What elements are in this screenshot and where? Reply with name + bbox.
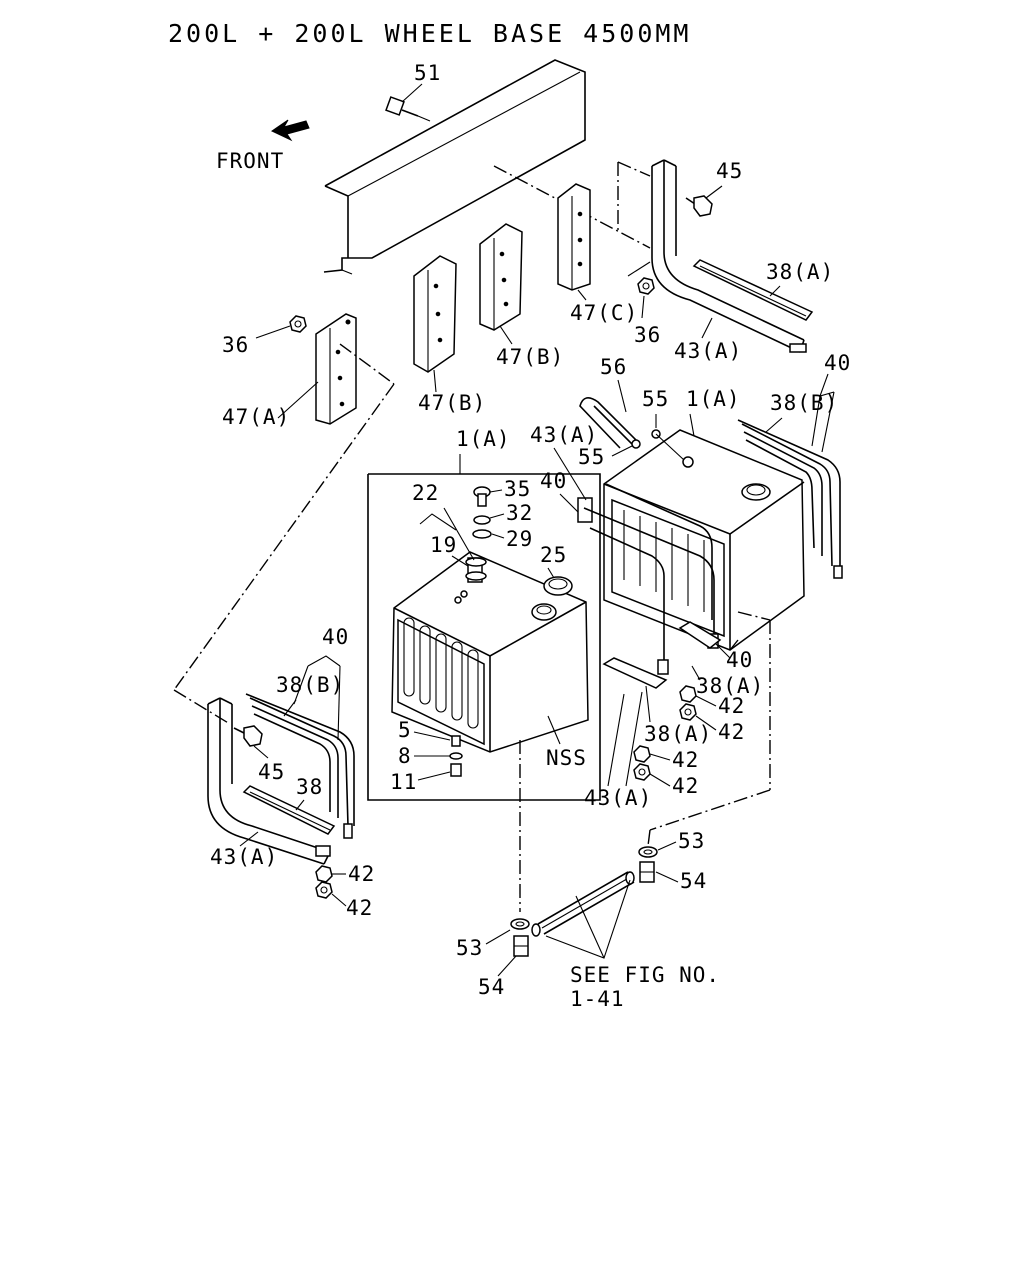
nut-36-left: [289, 315, 307, 333]
nut-36-top: [637, 277, 655, 295]
strap-38b-left: [245, 693, 355, 839]
washer-53-right: [638, 846, 658, 858]
callout-40-right: 40: [824, 351, 851, 375]
nut-42-left-2: [315, 881, 333, 899]
bolt-35: [473, 486, 491, 507]
callout-45-top: 45: [716, 159, 743, 183]
callout-1a-right: 1(A): [686, 387, 741, 411]
tank-detail-box: [367, 473, 601, 801]
callout-40-left: 40: [322, 625, 349, 649]
callout-nss: NSS: [546, 746, 587, 770]
callout-42-r4: 42: [672, 774, 699, 798]
callout-42-left-2: 42: [346, 896, 373, 920]
nut-42-r3: [633, 745, 651, 763]
gasket-29: [472, 529, 492, 539]
callout-5: 5: [398, 718, 412, 742]
bracket-47b-right: [479, 223, 523, 331]
callout-1a-box: 1(A): [456, 427, 511, 451]
callout-25: 25: [540, 543, 567, 567]
callout-54-left: 54: [478, 975, 505, 999]
callout-38a-top: 38(A): [766, 260, 834, 284]
bracket-47a: [315, 313, 357, 425]
callout-43a-left: 43(A): [210, 845, 278, 869]
callout-40-mid: 40: [540, 469, 567, 493]
clip-55-a: [651, 429, 694, 468]
callout-22: 22: [412, 481, 439, 505]
callout-29: 29: [506, 527, 533, 551]
nut-42-r1: [679, 685, 697, 703]
fitting-54-right: [639, 861, 655, 883]
bolt-45-left: [233, 725, 263, 747]
strap-38a-mid: [602, 621, 722, 689]
callout-55-a: 55: [642, 387, 669, 411]
callout-45-left: 45: [258, 760, 285, 784]
callout-53-right: 53: [678, 829, 705, 853]
callout-19: 19: [430, 533, 457, 557]
hanger-43a-left: [207, 697, 331, 865]
cap-25: [543, 576, 573, 596]
callout-38a-r3: 38(A): [644, 722, 712, 746]
see-fig-line1: SEE FIG NO.: [570, 963, 720, 987]
callout-42-left-1: 42: [348, 862, 375, 886]
callout-51: 51: [414, 61, 441, 85]
callout-56: 56: [600, 355, 627, 379]
callout-54-right: 54: [680, 869, 707, 893]
nut-42-left-1: [315, 865, 333, 883]
callout-47b-left: 47(B): [418, 391, 486, 415]
connector-pipe: [531, 871, 635, 937]
callout-36-left: 36: [222, 333, 249, 357]
fuel-tank-right: [603, 429, 805, 651]
callout-42-r1: 42: [718, 694, 745, 718]
callout-38b-right: 38(B): [770, 391, 838, 415]
front-label: FRONT: [216, 149, 284, 173]
callout-55-b: 55: [578, 445, 605, 469]
bolt-51: [385, 96, 431, 122]
diagram-title: 200L + 200L WHEEL BASE 4500MM: [168, 19, 692, 48]
frame-rail: [323, 59, 586, 275]
bracket-47c: [557, 183, 591, 291]
callout-38b-left: 38(B): [276, 673, 344, 697]
callout-42-r2: 42: [718, 720, 745, 744]
callout-32: 32: [506, 501, 533, 525]
strap-38b-right: [737, 419, 843, 579]
callout-11: 11: [390, 770, 417, 794]
strap-38-left: [242, 785, 336, 835]
drain-plug: [449, 735, 463, 777]
callout-38a-r2: 38(A): [696, 674, 764, 698]
fitting-54-left: [513, 935, 529, 957]
washer-53-left: [510, 918, 530, 930]
washer-32: [473, 515, 491, 525]
nut-42-r2: [679, 703, 697, 721]
callout-53-left: 53: [456, 936, 483, 960]
callout-43a-mid: 43(A): [530, 423, 598, 447]
sender-unit-19: [454, 557, 487, 604]
callout-47a: 47(A): [222, 405, 290, 429]
callout-36-top: 36: [634, 323, 661, 347]
callout-43a-bottom: 43(A): [584, 786, 652, 810]
strap-38a-top: [692, 259, 814, 321]
see-fig-line2: 1-41: [570, 987, 625, 1011]
bracket-47b-left: [413, 255, 457, 373]
callout-43a-top: 43(A): [674, 339, 742, 363]
callout-47b-right: 47(B): [496, 345, 564, 369]
bolt-45-top: [685, 195, 713, 217]
hose-56: [579, 397, 641, 449]
nut-42-r4: [633, 763, 651, 781]
callout-8: 8: [398, 744, 412, 768]
clip-55-b: [631, 439, 641, 449]
hanger-43a-top: [651, 159, 807, 353]
callout-35: 35: [504, 477, 531, 501]
callout-40-r2: 40: [726, 648, 753, 672]
callout-47c: 47(C): [570, 301, 638, 325]
callout-38-left: 38: [296, 775, 323, 799]
callout-42-r3: 42: [672, 748, 699, 772]
front-arrow-icon: [271, 119, 310, 142]
